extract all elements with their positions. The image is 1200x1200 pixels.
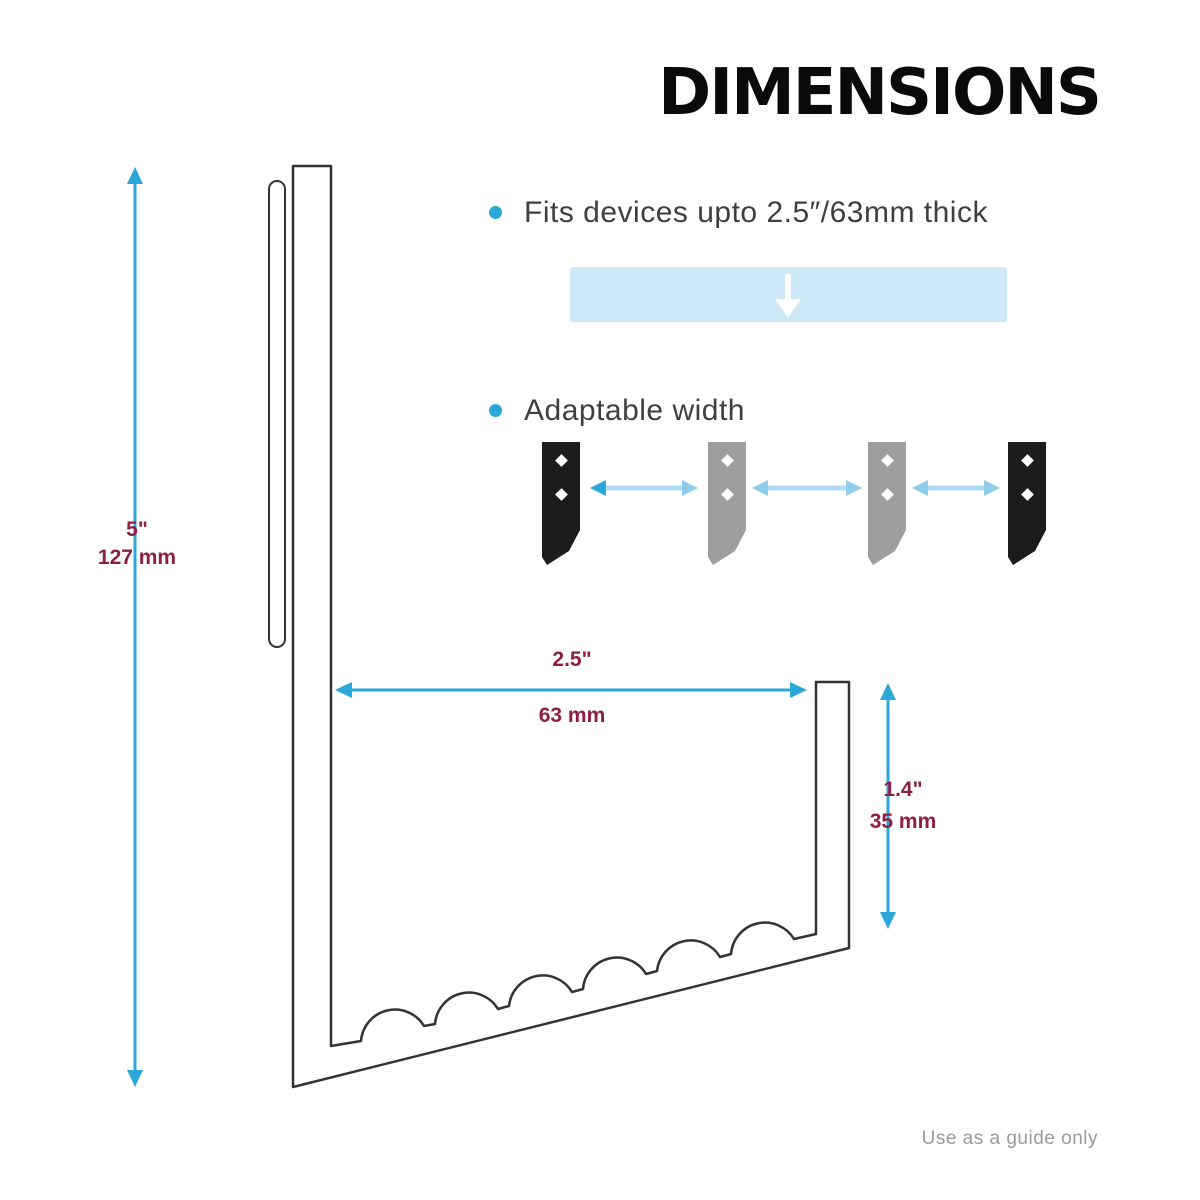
bullet-adaptable-width-label: Adaptable width [524, 394, 745, 427]
bullet-dot-icon [489, 404, 502, 417]
page-title: DIMENSIONS [658, 56, 1102, 130]
hook-icon-black [542, 442, 580, 565]
down-arrow-icon [775, 274, 801, 318]
lip-mm-label: 35 mm [869, 810, 937, 833]
double-arrow-icon [590, 480, 698, 496]
lip-inches-label: 1.4" [883, 778, 923, 801]
hook-icon-gray [708, 442, 746, 565]
bullet-dot-icon [489, 206, 502, 219]
width-inches-label: 2.5" [552, 648, 592, 671]
product-outline [291, 164, 851, 1089]
double-arrow-icon [912, 480, 1000, 496]
lip-dimension-arrow [880, 683, 896, 929]
back-panel-strip [268, 180, 286, 648]
guide-disclaimer: Use as a guide only [921, 1128, 1098, 1149]
hook-icon-black [1008, 442, 1046, 565]
width-mm-label: 63 mm [538, 704, 606, 727]
hook-icon-gray [868, 442, 906, 565]
width-dimension-arrow [335, 682, 807, 698]
adaptable-width-illustration [542, 442, 1046, 565]
height-dimension-arrow [127, 167, 143, 1087]
height-mm-label: 127 mm [97, 546, 177, 569]
bullet-fits-devices-label: Fits devices upto 2.5″/63mm thick [524, 196, 988, 229]
device-thickness-bar [570, 267, 1007, 322]
height-inches-label: 5" [126, 518, 148, 541]
double-arrow-icon [752, 480, 862, 496]
